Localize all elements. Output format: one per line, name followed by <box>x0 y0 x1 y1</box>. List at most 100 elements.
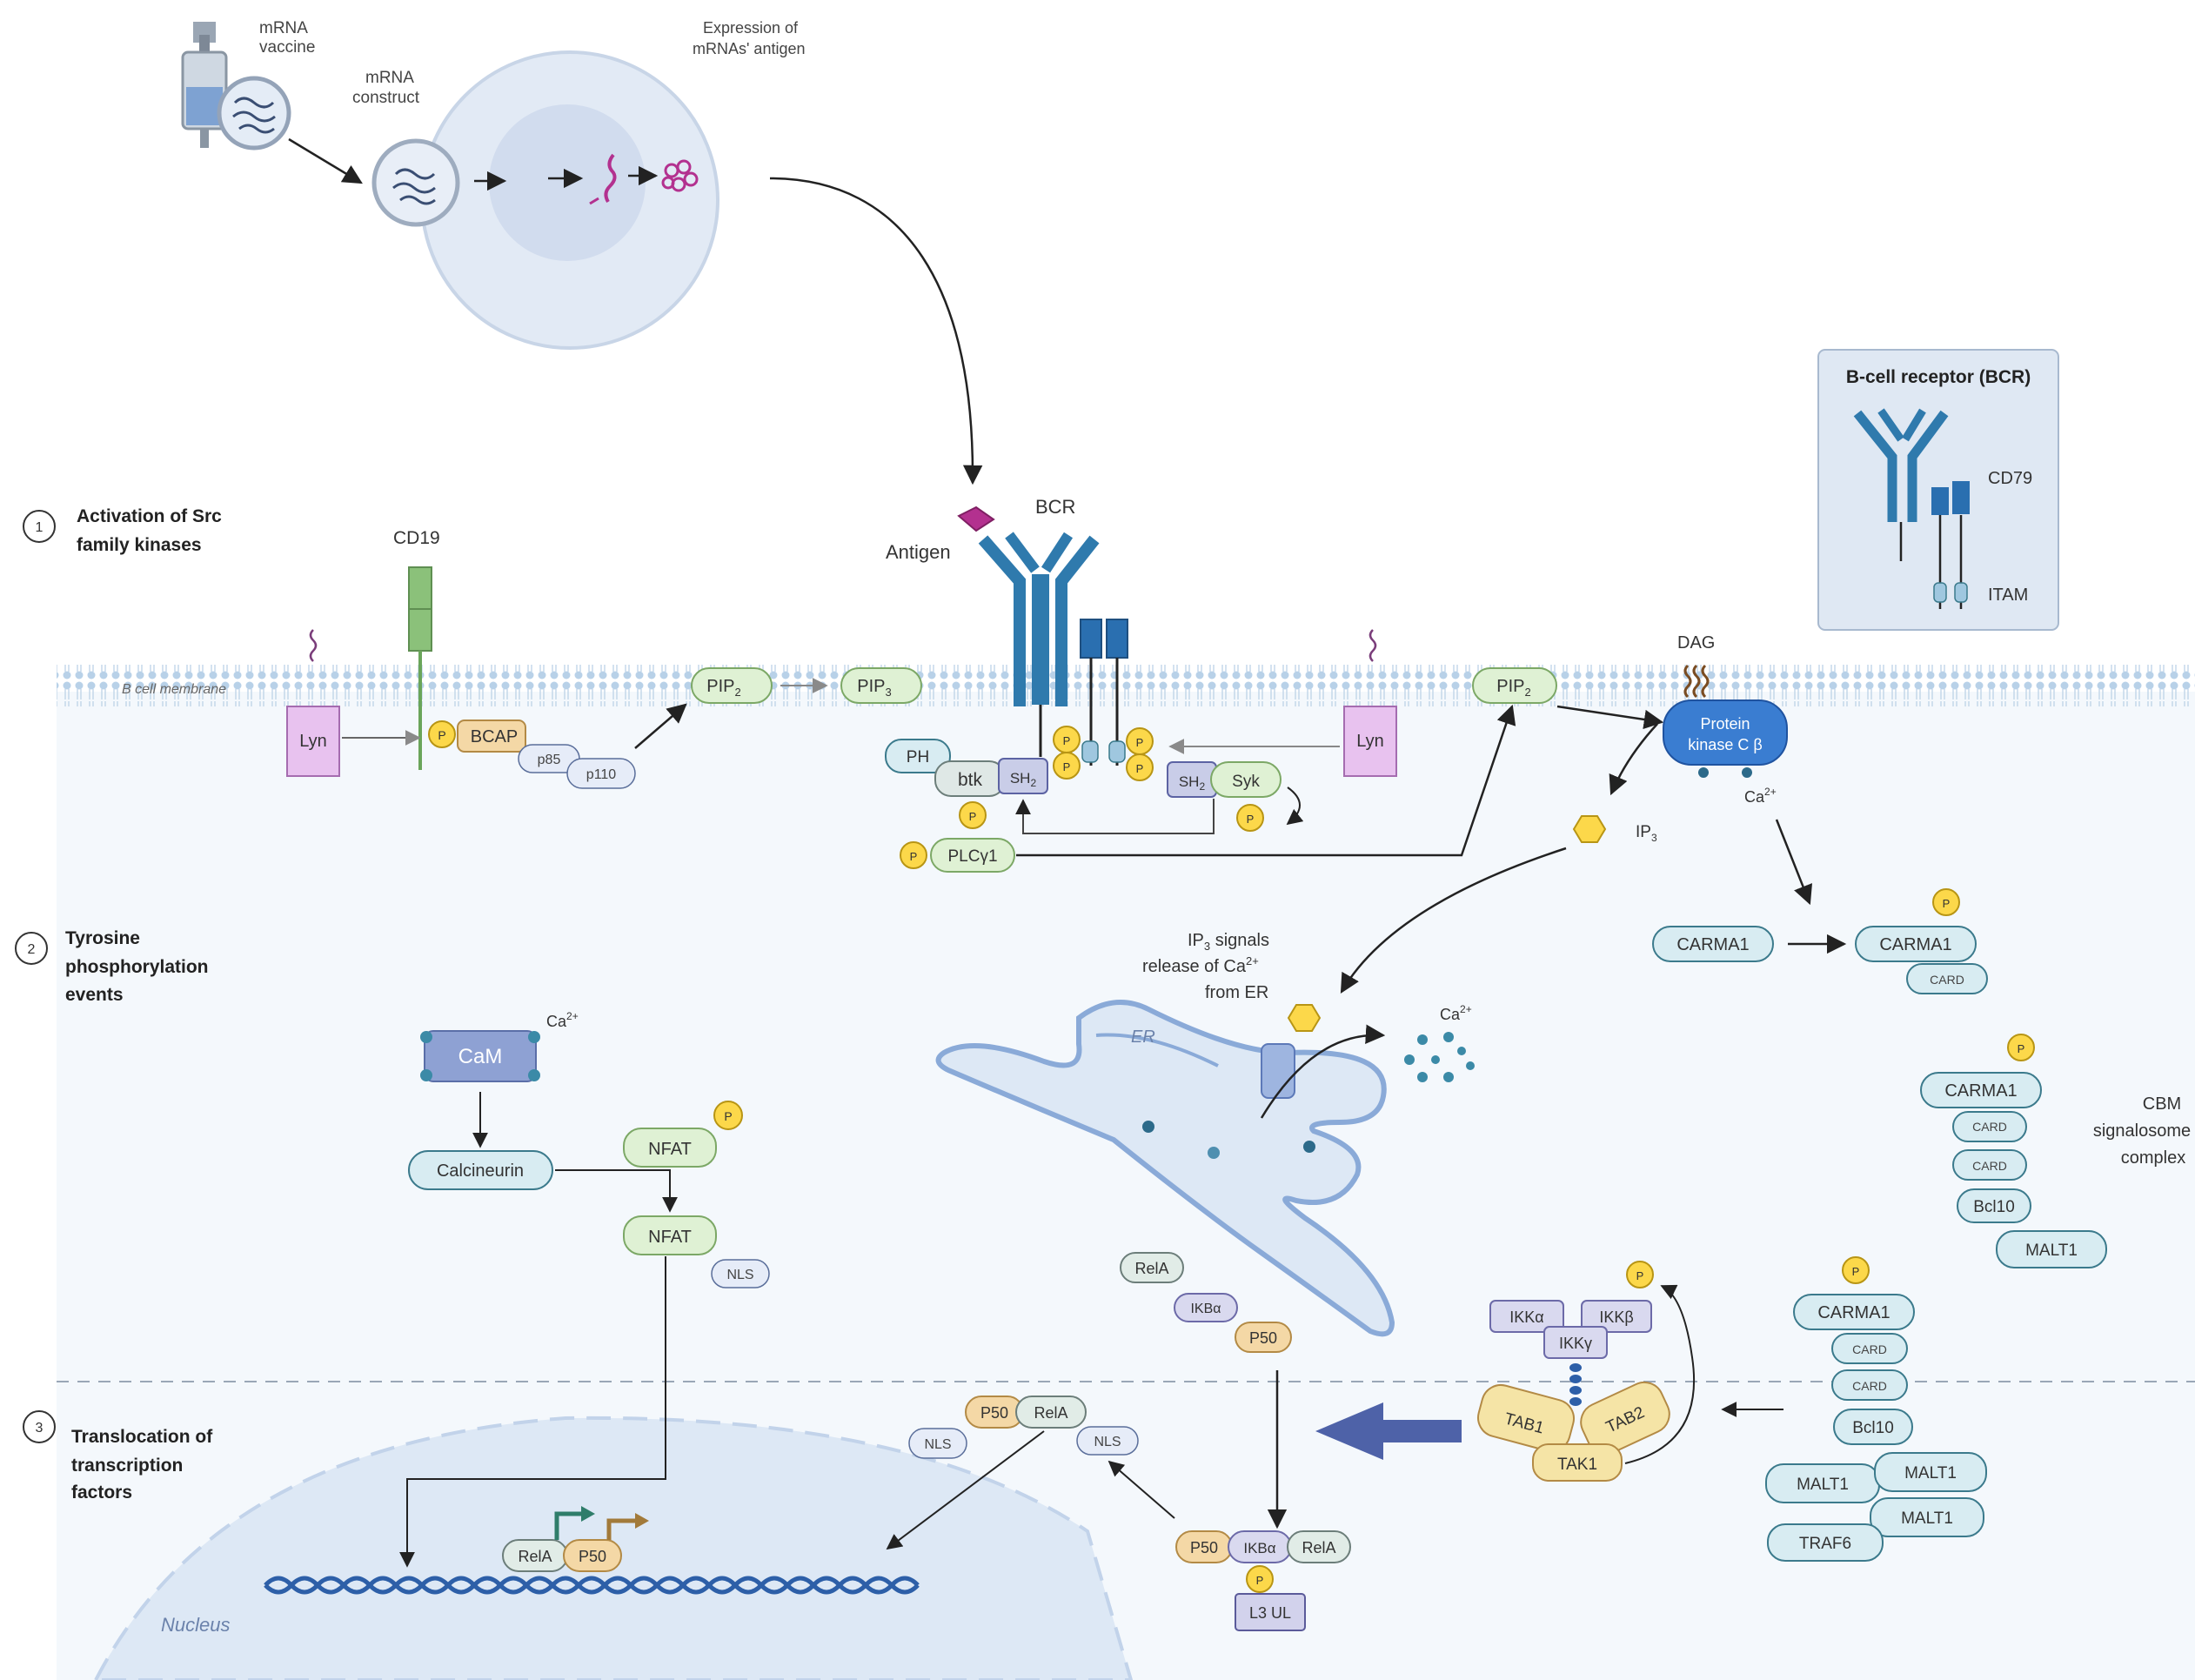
svg-text:P: P <box>1256 1574 1264 1587</box>
svg-text:Translocation of: Translocation of <box>71 1427 213 1447</box>
vaccine-label-1: mRNA <box>259 19 308 37</box>
step-1: 1 Activation of Src family kinases <box>23 506 222 555</box>
legend-title: B-cell receptor (BCR) <box>1846 367 2031 387</box>
svg-text:PIP3: PIP3 <box>857 677 891 699</box>
svg-text:CARD: CARD <box>1930 973 1964 987</box>
svg-text:kinase C β: kinase C β <box>1688 736 1762 753</box>
svg-text:P: P <box>1852 1265 1860 1278</box>
calmodulin: CaM <box>420 1030 540 1082</box>
svg-text:phosphorylation: phosphorylation <box>65 957 209 977</box>
svg-text:P: P <box>1136 736 1144 749</box>
er-label: ER <box>1131 1027 1155 1047</box>
arrow-ip3-to-er <box>1340 847 1567 994</box>
antigen-presenting-cell: mRNA construct Expression of mRNAs' anti… <box>352 19 806 350</box>
arrow-calcineurin-to-nfat <box>555 1169 678 1213</box>
bcr-label: BCR <box>1035 496 1075 518</box>
step-2: 2 Tyrosine phosphorylation events <box>15 928 209 1005</box>
legend-cd79: CD79 <box>1988 469 2032 488</box>
ca-label-er: Ca2+ <box>1440 1003 1472 1023</box>
cbm-complex: P CARMA1 CARD CARD Bcl10 MALT1 CBM signa… <box>1920 1034 2191 1268</box>
carma1-inactive: CARMA1 <box>1652 926 1774 962</box>
svg-text:RelA: RelA <box>1134 1260 1168 1277</box>
svg-text:P50: P50 <box>980 1404 1008 1422</box>
svg-text:3: 3 <box>36 1421 43 1436</box>
pip2-left: PIP2 <box>691 667 773 704</box>
antigen-shape <box>957 505 995 532</box>
svg-text:IKBα: IKBα <box>1243 1540 1275 1556</box>
arrow-pip2-to-pkc <box>1556 705 1664 730</box>
svg-text:P: P <box>1636 1269 1644 1282</box>
arrow-nfkb-to-dna <box>886 1430 1045 1550</box>
svg-text:Syk: Syk <box>1232 773 1260 791</box>
svg-text:P: P <box>1063 760 1071 773</box>
svg-text:2: 2 <box>28 942 36 957</box>
svg-text:Lyn: Lyn <box>1356 732 1384 751</box>
svg-text:BCAP: BCAP <box>471 727 518 746</box>
svg-text:RelA: RelA <box>1302 1539 1335 1556</box>
svg-text:CARMA1: CARMA1 <box>1676 935 1749 954</box>
svg-text:PIP2: PIP2 <box>706 677 740 699</box>
svg-text:CARMA1: CARMA1 <box>1944 1081 2017 1101</box>
calcium-ions <box>1404 1032 1475 1082</box>
svg-text:CARD: CARD <box>1852 1379 1887 1393</box>
svg-text:transcription: transcription <box>71 1456 183 1476</box>
svg-text:PIP2: PIP2 <box>1496 677 1530 699</box>
lyn-right: Lyn <box>1343 629 1397 777</box>
cd19-receptor: CD19 <box>393 528 440 770</box>
svg-text:IKKβ: IKKβ <box>1599 1309 1633 1326</box>
svg-text:IKBα: IKBα <box>1190 1302 1221 1316</box>
svg-text:release of Ca2+: release of Ca2+ <box>1142 954 1259 976</box>
protein-kinase-c-beta: Protein kinase C β <box>1663 699 1788 778</box>
svg-text:CARMA1: CARMA1 <box>1817 1303 1890 1322</box>
svg-text:p85: p85 <box>538 753 561 767</box>
bcr-receptor: Antigen BCR <box>886 496 1128 766</box>
svg-text:MALT1: MALT1 <box>1904 1464 1957 1483</box>
legend-itam: ITAM <box>1988 586 2028 605</box>
dag-lipid <box>1683 664 1710 699</box>
calcineurin: Calcineurin <box>408 1150 553 1190</box>
lyn-left: Lyn <box>286 629 340 777</box>
svg-text:P50: P50 <box>1249 1329 1277 1347</box>
svg-text:NFAT: NFAT <box>648 1228 692 1247</box>
nfkb-cytoplasmic: RelA IKBα P50 <box>1120 1252 1292 1353</box>
pip2-right: PIP2 <box>1472 667 1557 704</box>
nucleus-label: Nucleus <box>161 1614 230 1636</box>
syk-complex: SH2 Syk P <box>1167 761 1304 832</box>
ca-label-cam: Ca2+ <box>546 1010 579 1030</box>
nfkb-nuclear: NLS P50 RelA NLS <box>908 1396 1139 1459</box>
svg-text:CARMA1: CARMA1 <box>1879 935 1951 954</box>
svg-text:RelA: RelA <box>1034 1404 1067 1422</box>
svg-text:P: P <box>438 728 445 742</box>
svg-text:Protein: Protein <box>1700 715 1750 733</box>
svg-text:P: P <box>1247 813 1255 826</box>
endoplasmic-reticulum: ER <box>935 1000 1395 1337</box>
svg-text:NFAT: NFAT <box>648 1140 692 1159</box>
svg-text:P: P <box>1943 897 1951 910</box>
svg-text:P: P <box>724 1109 732 1123</box>
expression-label-1: Expression of <box>703 19 799 37</box>
svg-text:RelA: RelA <box>518 1548 552 1565</box>
arrow-syk-to-btk <box>1015 799 1215 834</box>
svg-text:P: P <box>910 850 918 863</box>
svg-text:P50: P50 <box>1190 1539 1218 1556</box>
svg-text:L3 UL: L3 UL <box>1249 1604 1291 1622</box>
svg-text:Calcineurin: Calcineurin <box>437 1161 524 1181</box>
svg-text:NLS: NLS <box>1094 1435 1121 1449</box>
ca-label-pkc: Ca2+ <box>1744 786 1777 806</box>
svg-text:CARD: CARD <box>1972 1159 2007 1173</box>
dna-helix <box>264 1576 920 1595</box>
svg-text:btk: btk <box>958 770 983 790</box>
svg-text:IKKα: IKKα <box>1509 1309 1543 1326</box>
cell-membrane <box>57 665 2195 706</box>
arrow-plcg1-to-pip2 <box>1016 704 1516 857</box>
ip3-signal-text: IP3 signals release of Ca2+ from ER <box>1142 931 1269 1002</box>
svg-text:NLS: NLS <box>726 1268 753 1282</box>
arrow-pkc-to-carma1 <box>1775 819 1813 906</box>
antigen-protein <box>661 159 699 192</box>
svg-text:complex: complex <box>2121 1148 2185 1168</box>
svg-text:TAK1: TAK1 <box>1557 1456 1597 1474</box>
svg-text:factors: factors <box>71 1483 132 1503</box>
svg-text:events: events <box>65 985 124 1005</box>
svg-text:IP3 signals: IP3 signals <box>1188 931 1269 953</box>
svg-text:Bcl10: Bcl10 <box>1852 1419 1894 1437</box>
